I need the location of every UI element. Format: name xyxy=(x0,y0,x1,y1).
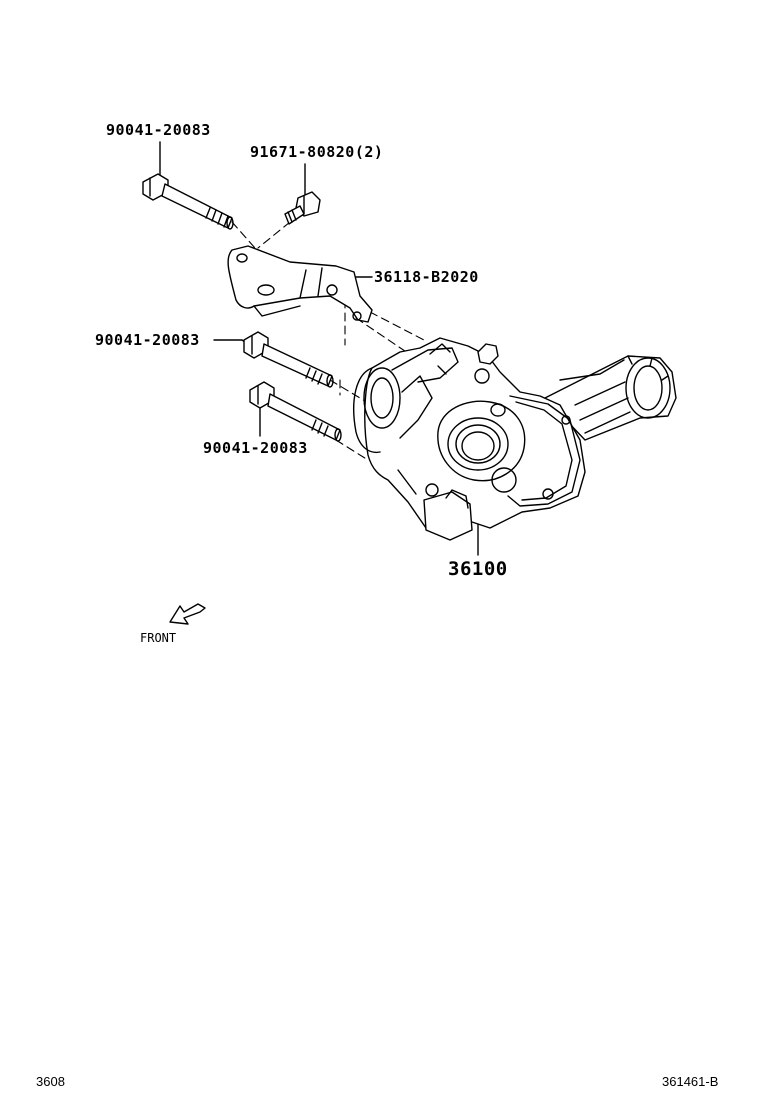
part-label-bolt-small: 91671-80820(2) xyxy=(250,143,384,161)
bolt-top-icon xyxy=(142,173,234,230)
part-label-bolt-middle: 90041-20083 xyxy=(95,331,200,349)
bolt-small-icon xyxy=(284,191,321,225)
bracket-icon xyxy=(227,245,373,323)
part-label-bolt-top: 90041-20083 xyxy=(106,121,211,139)
sub-assembly-36100-icon xyxy=(353,337,677,541)
bolt-lower-icon xyxy=(249,381,342,442)
part-label-bracket: 36118-B2020 xyxy=(374,268,479,286)
part-label-assembly: 36100 xyxy=(448,558,508,580)
page-number: 3608 xyxy=(36,1074,65,1089)
front-arrow-icon xyxy=(169,603,206,625)
figure-code: 361461-B xyxy=(662,1074,719,1089)
part-label-bolt-lower: 90041-20083 xyxy=(203,439,308,457)
front-direction-label: FRONT xyxy=(140,631,177,645)
bolt-middle-icon xyxy=(243,331,334,388)
